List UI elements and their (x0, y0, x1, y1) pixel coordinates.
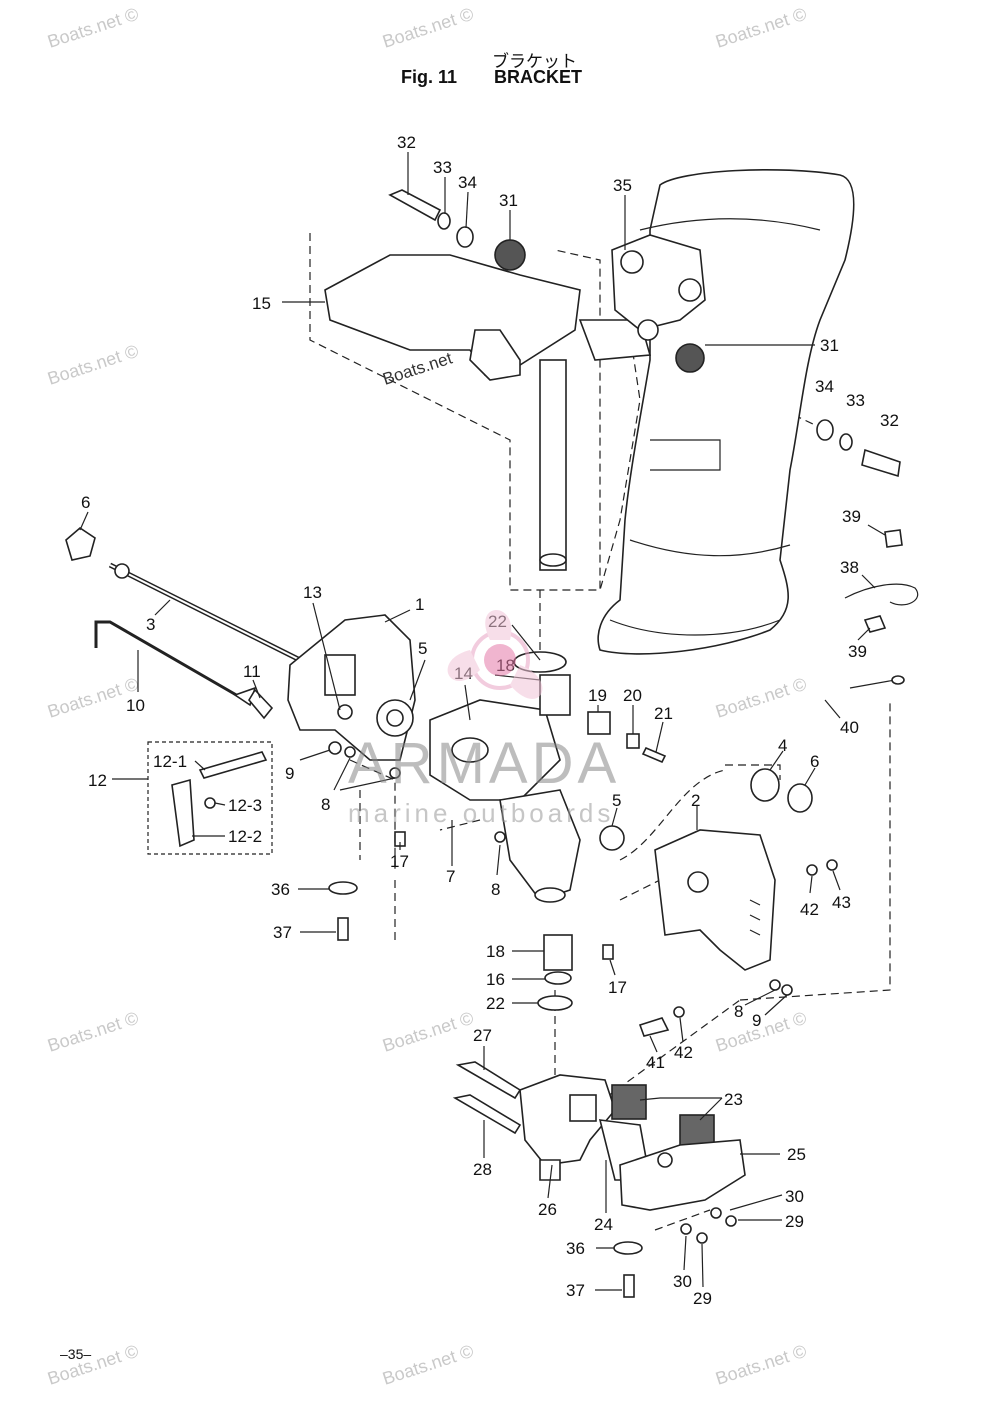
watermark-inline: Boats.net (380, 348, 454, 388)
watermark: Boats.net © (45, 4, 141, 52)
callout-41: 41 (646, 1053, 665, 1072)
callout-32: 32 (397, 133, 416, 152)
callout-30: 30 (673, 1272, 692, 1291)
callout-20: 20 (623, 686, 642, 705)
part-14-swivel-bracket (429, 699, 581, 903)
callout-17: 17 (608, 978, 627, 997)
armada-wordmark: ARMADA (348, 731, 620, 796)
watermark: Boats.net © (380, 1008, 476, 1056)
callout-23: 23 (724, 1090, 743, 1109)
callout-36: 36 (271, 880, 290, 899)
callout-8: 8 (321, 795, 330, 814)
callout-5: 5 (418, 639, 427, 658)
callout-25: 25 (787, 1145, 806, 1164)
callout-40: 40 (840, 718, 859, 737)
callout-26: 26 (538, 1200, 557, 1219)
callout-43: 43 (832, 893, 851, 912)
callout-31: 31 (499, 191, 518, 210)
title-english: BRACKET (494, 67, 582, 87)
callout-12-3: 12-3 (228, 796, 262, 815)
callout-10: 10 (126, 696, 145, 715)
part-3-tilt-tube (65, 526, 302, 663)
callout-12: 12 (88, 771, 107, 790)
callout-28: 28 (473, 1160, 492, 1179)
callout-39: 39 (848, 642, 867, 661)
lower-bracket-assembly (452, 1061, 746, 1244)
armada-tagline: marine outboards (348, 798, 614, 828)
callout-8: 8 (734, 1002, 743, 1021)
callout-17: 17 (390, 852, 409, 871)
callout-24: 24 (594, 1215, 613, 1234)
callout-29: 29 (693, 1289, 712, 1308)
callout-8: 8 (491, 880, 500, 899)
callout-9: 9 (285, 764, 294, 783)
callout-21: 21 (654, 704, 673, 723)
callout-6: 6 (810, 752, 819, 771)
callout-39: 39 (842, 507, 861, 526)
callout-7: 7 (446, 867, 455, 886)
callout-5: 5 (612, 791, 621, 810)
watermark: Boats.net © (380, 4, 476, 52)
watermark: Boats.net © (45, 1008, 141, 1056)
part-2-clamp-bracket (654, 829, 776, 971)
title-japanese: ブラケット (492, 52, 577, 72)
bushing-hardware (513, 651, 813, 1011)
callout-6: 6 (81, 493, 90, 512)
part-1-stern-bracket (287, 614, 416, 761)
callout-11: 11 (243, 662, 261, 681)
small-fasteners (248, 688, 838, 1298)
callout-36: 36 (566, 1239, 585, 1258)
callout-29: 29 (785, 1212, 804, 1231)
armada-watermark: ARMADA marine outboards (348, 610, 620, 828)
callout-31: 31 (820, 336, 839, 355)
callout-33: 33 (846, 391, 865, 410)
callout-32: 32 (880, 411, 899, 430)
watermark: Boats.net © (380, 1341, 476, 1389)
callout-4: 4 (778, 736, 787, 755)
callout-30: 30 (785, 1187, 804, 1206)
callout-12-1: 12-1 (153, 752, 187, 771)
figure-number: Fig. 11 (401, 67, 458, 87)
part-12-thumb-screw-set (147, 741, 273, 855)
watermark: Boats.net © (45, 1341, 141, 1389)
callout-37: 37 (273, 923, 292, 942)
callout-2: 2 (691, 791, 700, 810)
callout-34: 34 (815, 377, 834, 396)
leader-lines (79, 152, 886, 1291)
callout-42: 42 (800, 900, 819, 919)
watermark: Boats.net © (45, 341, 141, 389)
callout-22: 22 (486, 994, 505, 1013)
callout-labels: 32 33 34 31 35 15 31 34 33 32 6 3 13 1 2… (81, 133, 899, 1308)
page-number: –35– (60, 1346, 92, 1362)
callout-33: 33 (433, 158, 452, 177)
watermark: Boats.net © (713, 674, 809, 722)
part-35-mount-housing (611, 234, 706, 341)
callout-12-2: 12-2 (228, 827, 262, 846)
callout-34: 34 (458, 173, 477, 192)
callout-16: 16 (486, 970, 505, 989)
mount-hardware (388, 189, 901, 478)
callout-38: 38 (840, 558, 859, 577)
callout-19: 19 (588, 686, 607, 705)
callout-37: 37 (566, 1281, 585, 1300)
callout-42: 42 (674, 1043, 693, 1062)
callout-18: 18 (486, 942, 505, 961)
callout-27: 27 (473, 1026, 492, 1045)
watermark: Boats.net © (713, 4, 809, 52)
callout-9: 9 (752, 1011, 761, 1030)
callout-3: 3 (146, 615, 155, 634)
callout-15: 15 (252, 294, 271, 313)
callout-35: 35 (613, 176, 632, 195)
callout-13: 13 (303, 583, 322, 602)
part-40-cable (844, 529, 919, 689)
callout-1: 1 (415, 595, 424, 614)
watermark: Boats.net © (713, 1341, 809, 1389)
part-15-steering-arm (324, 254, 652, 571)
